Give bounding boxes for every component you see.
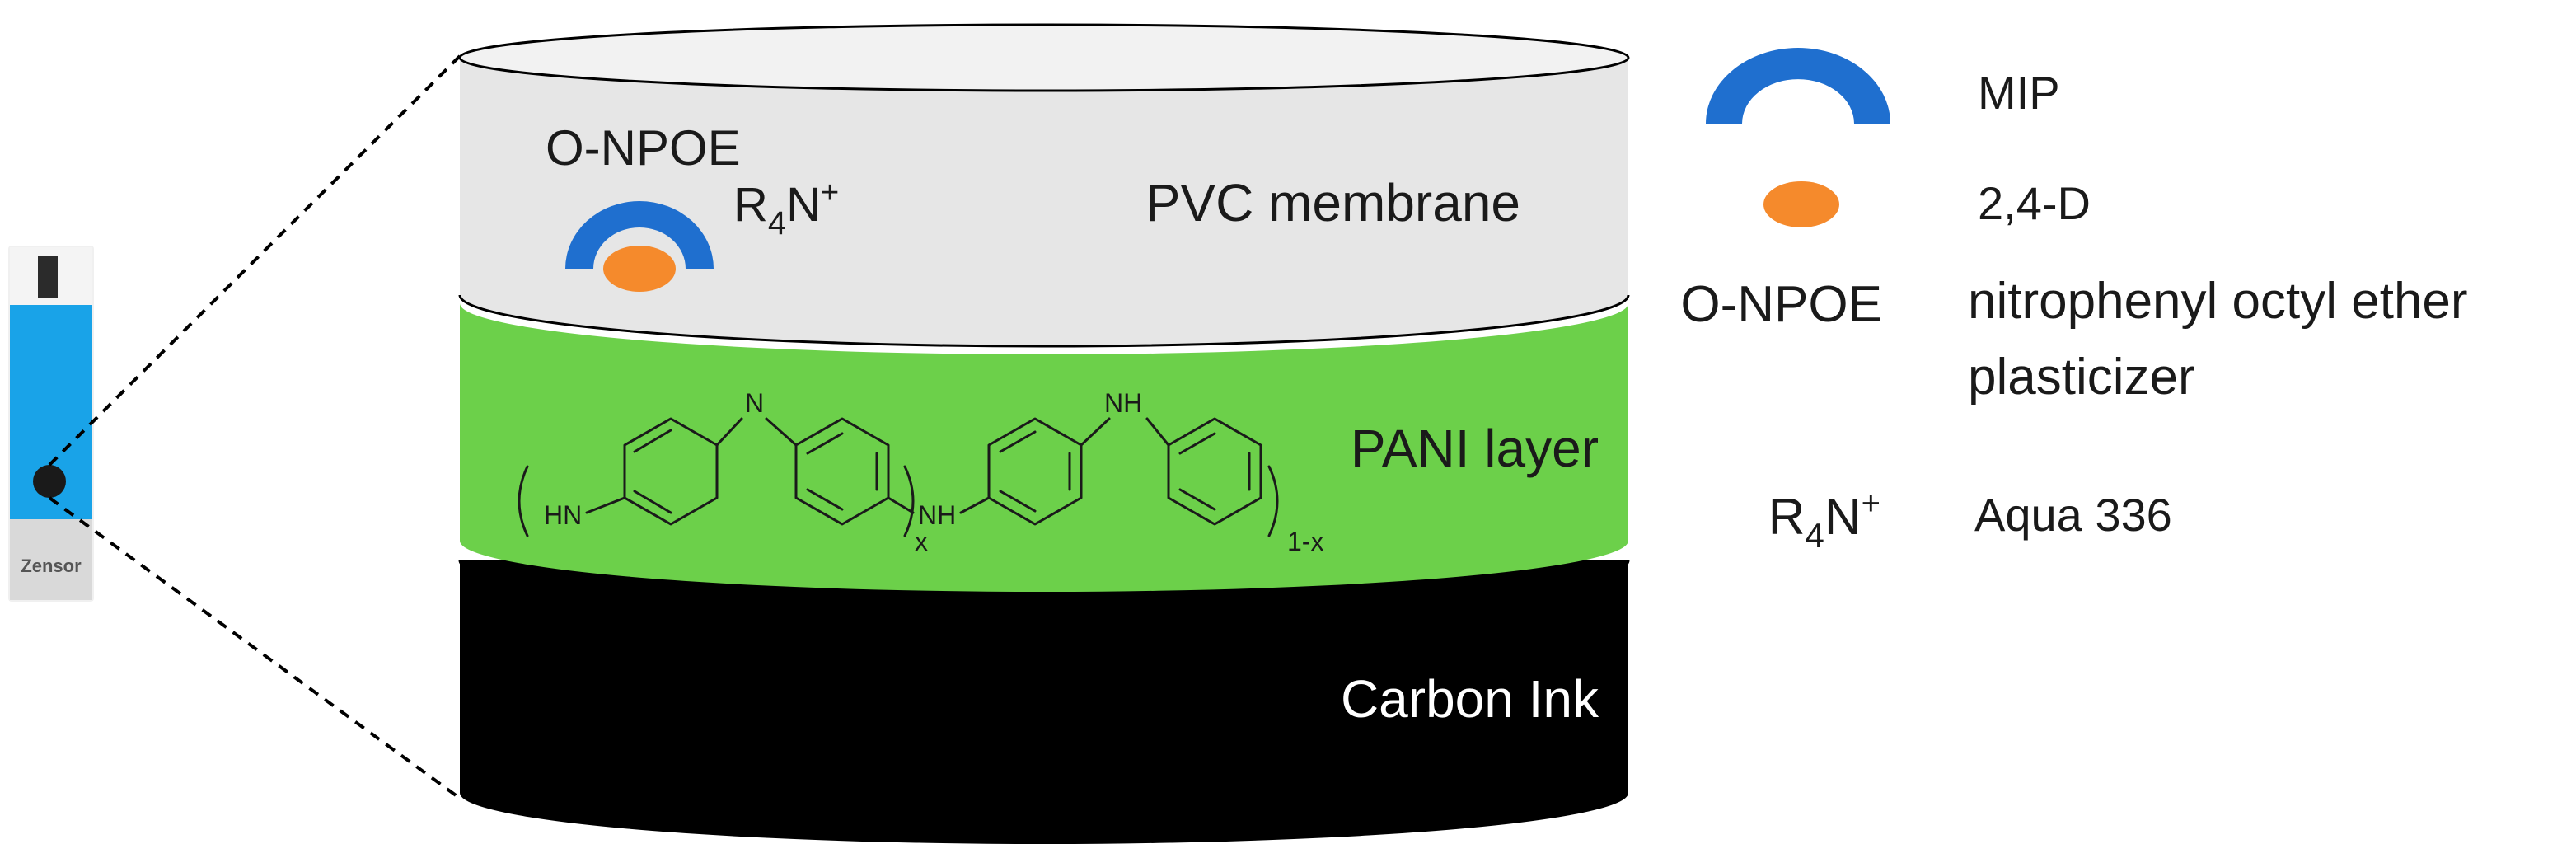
- strip-brand: Zensor: [21, 556, 82, 576]
- legend-r4n-term: R4N+: [1768, 485, 1880, 555]
- chem-sub-x: x: [915, 527, 928, 556]
- legend: MIP 2,4-D O-NPOE nitrophenyl octyl ether…: [1680, 48, 2468, 555]
- bond-n-r2: [765, 417, 798, 447]
- ring-3-db3: [999, 490, 1037, 513]
- ring-2-db3: [806, 488, 844, 511]
- pani-structure: HN N x NH NH 1-x: [518, 388, 1323, 556]
- membrane-mip-icon: [565, 201, 714, 269]
- ring-4-db1: [1178, 432, 1216, 455]
- cylinder: [458, 23, 1630, 844]
- chem-imine-n: N: [745, 388, 764, 418]
- chem-sub-1x: 1-x: [1287, 527, 1323, 556]
- pani-layer: [460, 303, 1628, 592]
- ring-4: [1167, 417, 1262, 526]
- membrane-mip-complex: [565, 201, 714, 292]
- ring-3-db1: [999, 430, 1037, 453]
- bracket-x: [903, 465, 915, 537]
- membrane-plasticizer-label: O-NPOE: [546, 120, 741, 176]
- ring-2-db1: [806, 432, 844, 455]
- electrode-strip: Zensor: [8, 246, 94, 602]
- legend-analyte-icon: [1763, 181, 1839, 227]
- legend-mip-icon: [1706, 48, 1890, 124]
- chem-nh-top: NH: [1104, 388, 1142, 418]
- bracket-left: [518, 465, 529, 537]
- legend-r4n-label: Aqua 336: [1974, 489, 2172, 541]
- strip-contact-pad: [38, 256, 58, 298]
- strip-working-electrode: [33, 465, 66, 498]
- bond-nh-r4: [1145, 417, 1170, 447]
- pani-layer-label: PANI layer: [1351, 419, 1599, 478]
- carbon-ink-layer: [460, 560, 1628, 844]
- bond-r3-nh: [1080, 417, 1111, 447]
- pvc-bottom-edge: [458, 294, 1630, 348]
- zoom-line-bottom: [48, 496, 463, 801]
- zoom-line-top: [48, 53, 463, 467]
- legend-onpoe-label-line1: nitrophenyl octyl ether: [1968, 273, 2468, 330]
- ring-4-db3: [1178, 488, 1216, 511]
- bond-nh-r3: [959, 496, 991, 514]
- cylinder-top-ellipse: [458, 23, 1630, 92]
- pvc-membrane-layer: [460, 58, 1628, 346]
- carbon-ink-label: Carbon Ink: [1341, 669, 1599, 729]
- ring-1-db1: [633, 429, 672, 453]
- pvc-membrane-label: PVC membrane: [1145, 173, 1520, 232]
- membrane-analyte-icon: [603, 246, 676, 292]
- bond-r2-nh: [887, 496, 915, 514]
- ring-1-db2: [633, 490, 672, 514]
- legend-mip-label: MIP: [1978, 67, 2060, 119]
- legend-onpoe-term: O-NPOE: [1680, 276, 1882, 333]
- chem-nh-bridge: NH: [918, 500, 956, 530]
- bond-r1-n: [715, 417, 743, 447]
- legend-onpoe-label-line2: plasticizer: [1968, 349, 2195, 406]
- strip-label-area: [10, 519, 92, 600]
- membrane-ion-exchanger-label: R4N+: [733, 176, 839, 241]
- legend-analyte-label: 2,4-D: [1978, 177, 2091, 229]
- bracket-right: [1267, 465, 1279, 537]
- bond-hn: [585, 496, 626, 514]
- chem-hn: HN: [544, 500, 582, 530]
